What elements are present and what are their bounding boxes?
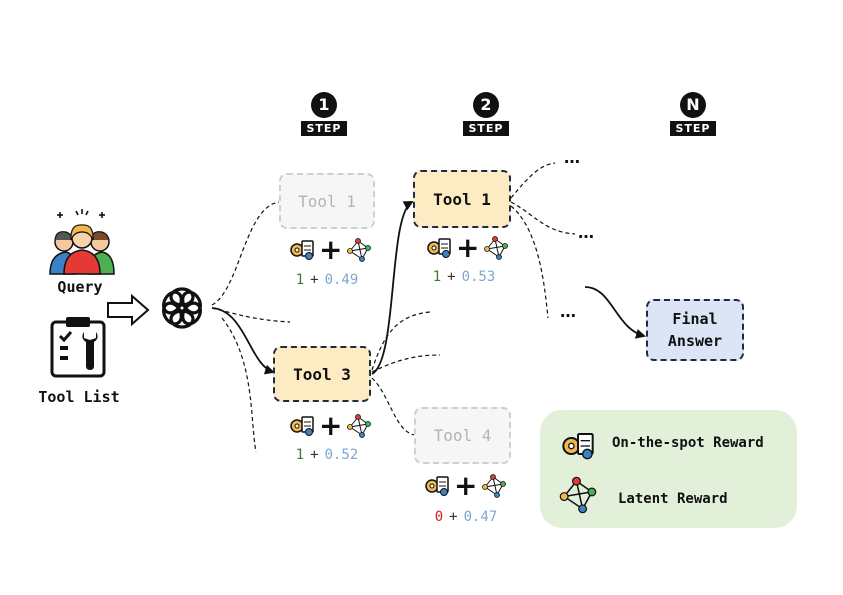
step1-tool1-score: 1 +0.49	[272, 272, 382, 288]
network-graph-icon	[482, 474, 507, 498]
step1-tool1-reward-icons: +	[289, 236, 372, 264]
step1-tool1-label: Tool 1	[298, 191, 356, 211]
latent-value: 0.53	[461, 269, 496, 285]
score-plus: +	[447, 269, 456, 285]
edge-tool1-to-dots-mid	[510, 201, 576, 235]
step2-tool1-label: Tool 1	[433, 189, 491, 209]
step2-tool4-score: 0 +0.47	[411, 509, 521, 525]
step2-tool4-reward-icons: +	[424, 472, 507, 500]
step2-tool4-label: Tool 4	[433, 426, 492, 445]
reward-plus-sign: +	[454, 469, 478, 502]
final-answer-box[interactable]: Final Answer	[646, 299, 744, 361]
legend-latent-label: Latent Reward	[618, 491, 728, 507]
gear-document-icon	[427, 238, 451, 258]
edge-tool1-to-dots-top	[510, 162, 556, 199]
on-spot-value: 1	[295, 272, 305, 288]
step1-tool3-reward-icons: +	[289, 412, 372, 440]
openai-logo-icon	[162, 287, 202, 329]
step-n-word: STEP	[670, 121, 716, 136]
clipboard-wrench-icon	[50, 317, 106, 378]
latent-value: 0.47	[463, 509, 498, 525]
latent-value: 0.49	[324, 272, 359, 288]
on-spot-value: 1	[295, 447, 305, 463]
ellipsis-top: …	[564, 148, 580, 167]
legend-panel: On-the-spot Reward Latent Reward	[540, 410, 797, 528]
arrow-dots-to-final	[584, 286, 646, 339]
network-graph-icon	[347, 238, 372, 262]
gear-document-icon	[290, 240, 314, 260]
reward-plus-sign: +	[319, 233, 343, 266]
edge-llm-to-step1-lower	[221, 317, 257, 453]
on-spot-value: 1	[432, 269, 442, 285]
on-spot-value: 0	[434, 509, 444, 525]
step1-tool3-box[interactable]: Tool 3	[273, 346, 371, 402]
edge-tool3-to-mid	[371, 311, 431, 371]
tool-list-label: Tool List	[38, 388, 120, 406]
legend-on-spot-label: On-the-spot Reward	[612, 435, 764, 451]
arrow-tool3-to-tool1	[371, 201, 414, 375]
step-1-marker: 1	[311, 92, 337, 118]
latent-value: 0.52	[324, 447, 359, 463]
gear-document-icon	[290, 416, 314, 436]
step-n-header: N STEP	[663, 92, 723, 136]
reward-plus-sign: +	[456, 231, 480, 264]
edge-llm-to-step1-tool1	[211, 201, 281, 306]
score-plus: +	[310, 272, 319, 288]
ellipsis-low: …	[560, 302, 576, 321]
score-plus: +	[449, 509, 458, 525]
score-plus: +	[310, 447, 319, 463]
reward-plus-sign: +	[319, 409, 343, 442]
edge-tool3-to-tool4	[371, 377, 416, 436]
step-1-header: 1 STEP	[294, 92, 354, 136]
gear-document-icon	[425, 476, 449, 496]
ellipsis-mid: …	[578, 223, 594, 242]
arrow-llm-to-tool3	[211, 307, 275, 375]
network-graph-icon	[484, 236, 509, 260]
step-1-word: STEP	[301, 121, 347, 136]
gear-document-icon	[562, 433, 594, 460]
step2-tool1-reward-icons: +	[426, 234, 509, 262]
final-answer-line2: Answer	[667, 332, 723, 350]
step-2-marker: 2	[473, 92, 499, 118]
final-answer-line1: Final	[672, 310, 718, 328]
step2-tool1-box[interactable]: Tool 1	[413, 170, 511, 228]
step1-tool1-box[interactable]: Tool 1	[279, 173, 375, 229]
people-group-icon	[49, 209, 115, 275]
input-arrow	[107, 293, 150, 327]
network-graph-icon	[559, 476, 597, 514]
step-2-header: 2 STEP	[456, 92, 516, 136]
step1-tool3-label: Tool 3	[293, 364, 351, 384]
step-n-marker: N	[680, 92, 706, 118]
step1-tool3-score: 1 +0.52	[272, 447, 382, 463]
network-graph-icon	[347, 414, 372, 438]
step2-tool1-score: 1 +0.53	[409, 269, 519, 285]
step2-tool4-box[interactable]: Tool 4	[414, 407, 511, 464]
step-2-word: STEP	[463, 121, 509, 136]
edge-tool3-to-mid2	[371, 354, 441, 373]
query-label: Query	[57, 278, 103, 296]
